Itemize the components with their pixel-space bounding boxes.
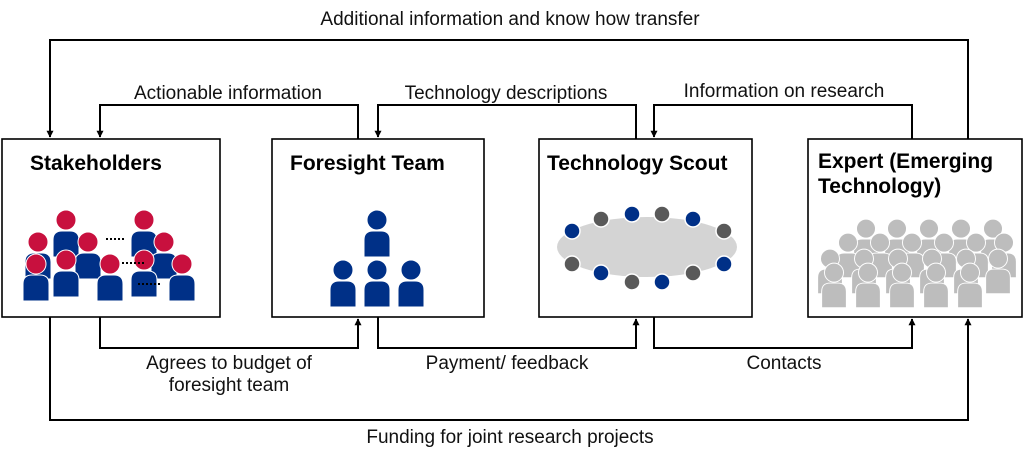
network-node	[684, 264, 702, 282]
ellipsis-dots	[122, 262, 124, 264]
expert-person-icon	[985, 248, 1011, 295]
ellipsis-dots	[154, 283, 156, 285]
payment-label: Payment/ feedback	[426, 353, 589, 374]
stakeholder-person-icon	[52, 249, 80, 298]
ellipsis-dots	[146, 283, 148, 285]
people-group-icon	[22, 209, 196, 302]
budget-label-line2: foresight team	[169, 375, 289, 396]
funding-label: Funding for joint research projects	[366, 427, 653, 448]
network-node	[563, 255, 581, 273]
stakeholders-title: Stakeholders	[30, 152, 162, 175]
funding-arrow	[49, 317, 972, 421]
stakeholder-person-icon	[96, 253, 124, 302]
expert-title-line1: Expert (Emerging	[818, 150, 993, 173]
stakeholder-person-icon	[168, 253, 196, 302]
ellipsis-dots	[122, 238, 124, 240]
expert-person-icon	[821, 262, 847, 309]
network-node	[653, 205, 671, 223]
expert-person-icon	[957, 262, 983, 309]
team-member-icon	[329, 259, 357, 308]
network-node	[684, 210, 702, 228]
network-node	[653, 273, 671, 291]
network-node	[623, 205, 641, 223]
team-pyramid-icon	[329, 209, 425, 308]
network-node	[592, 210, 610, 228]
expert-title-line2: Technology)	[818, 175, 941, 198]
additional-info-arrow	[46, 39, 969, 139]
ellipsis-dots	[126, 262, 128, 264]
stakeholder-person-icon	[130, 249, 158, 298]
team-member-icon	[363, 209, 391, 258]
ellipsis-dots	[134, 262, 136, 264]
ellipsis-dots	[142, 283, 144, 285]
network-ellipse-icon	[557, 205, 737, 291]
network-ellipse	[557, 217, 737, 277]
contacts-arrow	[653, 317, 916, 349]
expert-person-icon	[923, 262, 949, 309]
ellipsis-dots	[118, 238, 120, 240]
team-member-icon	[363, 259, 391, 308]
ellipsis-dots	[114, 238, 116, 240]
stakeholder-person-icon	[22, 253, 50, 302]
tech-descriptions-label: Technology descriptions	[405, 83, 608, 104]
budget-label-line1: Agrees to budget of	[146, 353, 313, 374]
actionable-info-arrow	[96, 104, 359, 139]
network-node	[623, 273, 641, 291]
team-member-icon	[397, 259, 425, 308]
network-node	[715, 255, 733, 273]
technology-scout-title: Technology Scout	[547, 152, 727, 175]
ellipsis-dots	[150, 283, 152, 285]
network-node	[715, 222, 733, 240]
ellipsis-dots	[106, 238, 108, 240]
ellipsis-dots	[158, 283, 160, 285]
ellipsis-dots	[138, 262, 140, 264]
info-research-arrow	[650, 104, 913, 139]
network-node	[592, 264, 610, 282]
actionable-info-label: Actionable information	[134, 83, 322, 104]
foresight-team-title: Foresight Team	[290, 152, 445, 175]
contacts-label: Contacts	[747, 353, 822, 374]
info-research-label: Information on research	[684, 81, 885, 102]
budget-arrow	[99, 317, 362, 349]
stakeholder-person-icon	[74, 231, 102, 280]
expert-person-icon	[889, 262, 915, 309]
crowd-icon	[817, 218, 1017, 309]
ellipsis-dots	[130, 262, 132, 264]
ellipsis-dots	[110, 238, 112, 240]
expert-person-icon	[855, 262, 881, 309]
network-node	[563, 222, 581, 240]
payment-arrow	[377, 317, 640, 349]
ellipsis-dots	[138, 283, 140, 285]
additional-info-label: Additional information and know how tran…	[320, 9, 700, 30]
stakeholder-person-icon	[150, 231, 178, 280]
stakeholder-person-icon	[130, 209, 158, 258]
ellipsis-dots	[142, 262, 144, 264]
tech-descriptions-arrow	[374, 104, 637, 139]
